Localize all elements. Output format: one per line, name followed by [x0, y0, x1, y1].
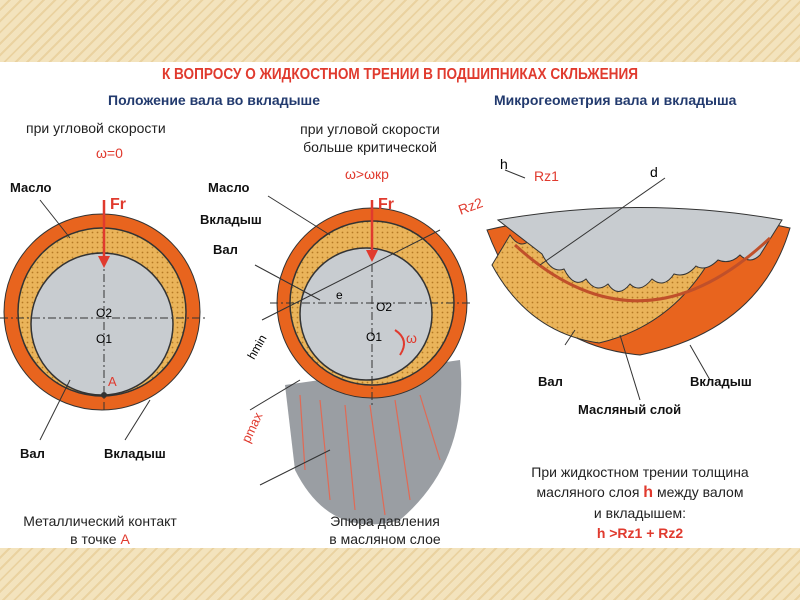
case1-oil-label: Масло	[10, 180, 52, 195]
top-decor-band	[0, 0, 800, 62]
case2-caption: при угловой скорости больше критической	[270, 120, 470, 156]
left-heading: Положение вала во вкладыше	[108, 92, 321, 108]
case2-caption-line1: при угловой скорости	[300, 121, 440, 137]
right-note-line1: При жидкостном трении толщина	[531, 464, 749, 480]
bearing-at-rest	[0, 199, 205, 441]
case2-condition: ω>ωкр	[345, 166, 389, 182]
liner-label: Вкладыш	[690, 374, 752, 389]
case2-oil-label: Масло	[208, 180, 250, 195]
case1-liner-label: Вкладыш	[104, 446, 166, 461]
case2-o1-label: O1	[366, 330, 383, 344]
case1-shaft-label: Вал	[20, 446, 45, 461]
case1-condition: ω=0	[96, 145, 123, 161]
case2-caption-line2: больше критической	[303, 139, 437, 155]
case1-o2-label: O2	[96, 306, 113, 320]
d-label: d	[650, 164, 658, 180]
case1-force-label: Fr	[110, 196, 126, 213]
right-note-line3: и вкладышем:	[593, 505, 687, 521]
case1-note-line1: Металлический контакт	[23, 513, 177, 529]
case1-note-line2: в точке	[70, 531, 117, 547]
h-label: h	[500, 156, 508, 172]
case2-note: Эпюра давления в масляном слое	[300, 512, 470, 548]
micro-geometry	[486, 169, 791, 401]
case2-force-label: Fr	[378, 196, 394, 213]
case2-shaft-label: Вал	[213, 242, 238, 257]
bearing-rotating	[249, 195, 470, 525]
right-heading: Микрогеометрия вала и вкладыша	[494, 92, 737, 108]
page-title: К ВОПРОСУ О ЖИДКОСТНОМ ТРЕНИИ В ПОДШИПНИ…	[161, 66, 639, 83]
right-note-h: h	[643, 484, 654, 501]
case1-point-label: A	[108, 374, 117, 389]
case2-note-line1: Эпюра давления	[330, 513, 440, 529]
case1-o1-label: O1	[96, 332, 113, 346]
bottom-decor-band	[0, 548, 800, 600]
right-note: При жидкостном трении толщина масляного …	[490, 462, 790, 543]
rz1-label: Rz1	[534, 168, 559, 184]
shaft-label: Вал	[538, 374, 563, 389]
right-note-line2b: между валом	[656, 484, 744, 500]
formula: h >Rz1 + Rz2	[596, 525, 684, 541]
case2-note-line2: в масляном слое	[329, 531, 441, 547]
oil-layer-label: Масляный слой	[578, 402, 682, 417]
case1-note-point: A	[120, 531, 130, 547]
case1-caption: при угловой скорости	[26, 120, 166, 136]
case2-liner-label: Вкладыш	[200, 212, 262, 227]
case2-e-label: e	[336, 288, 343, 302]
case2-omega-label: ω	[406, 330, 417, 346]
case1-note: Металлический контакт в точке A	[0, 512, 200, 548]
case2-o2-label: O2	[376, 300, 393, 314]
right-note-line2a: масляного слоя	[536, 484, 640, 500]
